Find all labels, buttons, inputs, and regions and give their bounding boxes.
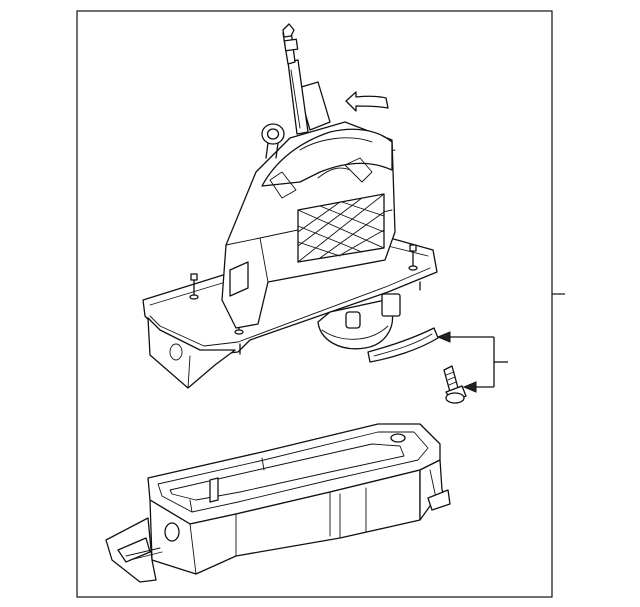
trim-strip xyxy=(367,327,439,363)
callout-bracket xyxy=(436,331,508,393)
shifter-assembly xyxy=(142,23,438,389)
mounting-screw xyxy=(443,365,467,404)
lever-motion-arrow xyxy=(345,91,389,112)
shift-lever xyxy=(282,23,309,135)
shifter-lower-body xyxy=(147,317,236,389)
housing-grille xyxy=(297,193,385,263)
housing-ring-eye xyxy=(261,123,285,159)
housing-side-window xyxy=(229,261,249,297)
lower-tray xyxy=(105,423,451,583)
